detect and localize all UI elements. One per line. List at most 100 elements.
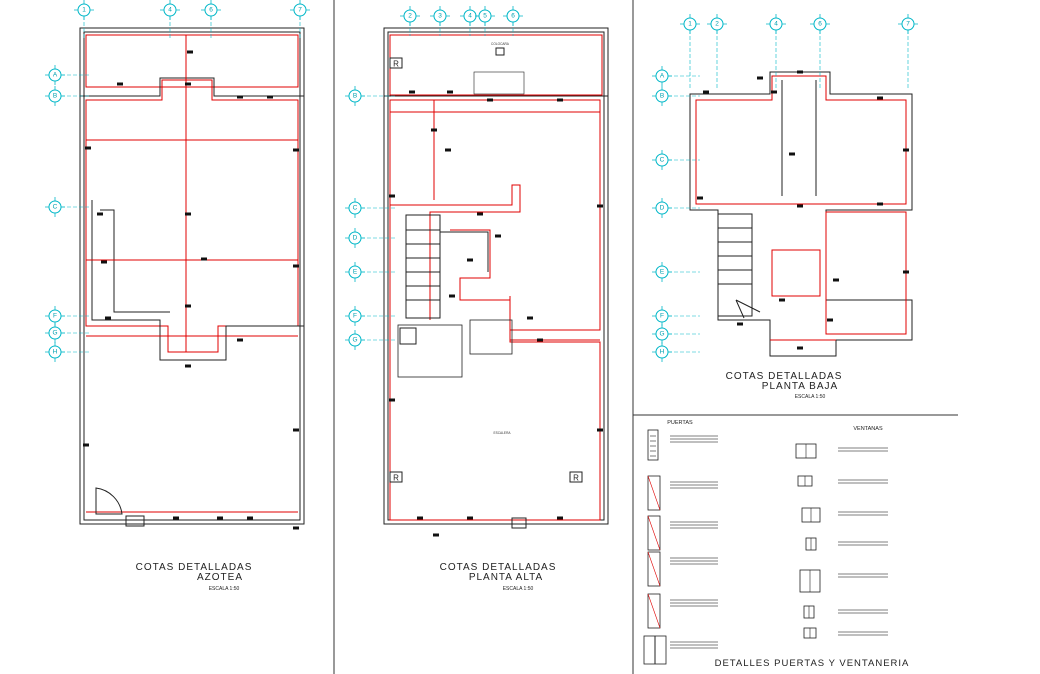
scale: ESCALA 1:50 — [503, 586, 534, 592]
dimension-tick — [101, 260, 107, 264]
axis-label: 1 — [688, 21, 692, 28]
axis-bubble-left: H — [45, 342, 90, 362]
void — [469, 319, 513, 355]
axis-label: 7 — [298, 7, 302, 14]
dimension-tick — [185, 364, 191, 368]
dimension-tick — [877, 96, 883, 100]
axis-label: E — [660, 269, 665, 276]
dimension-tick — [445, 148, 451, 152]
axis-label: B — [353, 93, 357, 100]
dimension-tick — [201, 257, 207, 261]
dimension-tick — [409, 90, 415, 94]
dim-frame — [825, 211, 907, 335]
dimension-tick — [83, 443, 89, 447]
roof-edge — [100, 209, 170, 313]
axis-bubble-left: H — [652, 342, 700, 362]
dimension-tick — [495, 234, 501, 238]
axis-label: D — [353, 235, 358, 242]
outer-wall — [79, 27, 305, 525]
inner-wall — [387, 31, 605, 521]
dimension-tick — [779, 298, 785, 302]
axis-label: 5 — [483, 13, 487, 20]
axis-bubble-top: 3 — [430, 6, 450, 36]
dimension-tick — [447, 90, 453, 94]
dimension-tick — [467, 258, 473, 262]
axis-bubble-top: 7 — [898, 14, 918, 90]
axis-bubble-top: 2 — [707, 14, 727, 90]
axis-bubble-top: 7 — [290, 0, 310, 40]
axis-label: F — [660, 313, 664, 320]
dimension-ticks — [83, 50, 909, 537]
dimension-tick — [877, 202, 883, 206]
axis-bubble-left: D — [652, 198, 700, 218]
dimension-tick — [537, 338, 543, 342]
door-detail-icon — [647, 551, 718, 587]
axis-bubble-left: C — [45, 197, 90, 217]
axis-bubble-left: D — [345, 228, 395, 248]
dim-line — [450, 229, 510, 301]
dimension-tick — [477, 212, 483, 216]
dim-line — [509, 296, 600, 341]
axis-bubble-top: 2 — [400, 6, 420, 36]
r-label: R — [393, 474, 399, 483]
column — [399, 327, 417, 345]
dimension-tick — [237, 95, 243, 99]
dimension-tick — [597, 204, 603, 208]
axis-bubble-left: B — [45, 86, 90, 106]
sheet-dividers — [333, 0, 958, 674]
axis-label: G — [352, 337, 357, 344]
dimension-tick — [827, 318, 833, 322]
dimension-tick — [789, 152, 795, 156]
axis-label: H — [660, 349, 665, 356]
axis-label: F — [353, 313, 357, 320]
axis-bubble-left: F — [652, 306, 700, 326]
dimension-tick — [703, 90, 709, 94]
axis-bubble-left: G — [652, 324, 700, 344]
r-label: R — [573, 474, 579, 483]
axis-label: F — [53, 313, 57, 320]
dimension-tick — [903, 270, 909, 274]
axis-bubble-left: B — [345, 86, 395, 106]
axis-bubble-left: B — [652, 86, 700, 106]
stair-well — [717, 213, 753, 317]
dimension-tick — [117, 82, 123, 86]
void — [397, 324, 463, 378]
entry-step — [511, 517, 527, 529]
scale: ESCALA 1:50 — [209, 586, 240, 592]
axis-bubble-top: 6 — [201, 0, 221, 40]
title: COTAS DETALLADAS — [440, 562, 557, 573]
axis-label: 7 — [906, 21, 910, 28]
details-doors-windows: PUERTAS VENTANAS DETALLES PUERTAS Y VENT… — [643, 420, 908, 669]
dimension-tick — [185, 212, 191, 216]
dimension-tick — [293, 264, 299, 268]
plan-azotea — [79, 27, 305, 527]
axis-bubble-left: A — [652, 66, 700, 86]
dimension-tick — [557, 98, 563, 102]
dimension-tick — [389, 194, 395, 198]
dim-frame — [85, 34, 299, 88]
window-icons — [795, 443, 888, 639]
dimension-tick — [771, 90, 777, 94]
door-icons — [643, 429, 718, 665]
axis-bubble-top: 1 — [680, 14, 700, 90]
plan-alta: R R R COLOCARA ESCALERA — [383, 27, 609, 529]
door-detail-icon — [647, 515, 718, 551]
door-detail-icon — [647, 429, 718, 461]
r-box — [389, 57, 403, 69]
dimension-tick — [597, 428, 603, 432]
scale: ESCALA 1:50 — [795, 394, 826, 400]
axis-bubble-top: 5 — [475, 6, 495, 36]
windows-header: VENTANAS — [853, 426, 883, 432]
roof-edge — [91, 200, 304, 361]
dimension-tick — [293, 428, 299, 432]
dimension-tick — [105, 316, 111, 320]
axis-label: 4 — [468, 13, 472, 20]
dimension-tick — [527, 316, 533, 320]
tank — [495, 47, 505, 56]
axis-label: 2 — [408, 13, 412, 20]
stair-well — [405, 214, 441, 319]
dimension-tick — [697, 196, 703, 200]
axis-label: 1 — [82, 7, 86, 14]
